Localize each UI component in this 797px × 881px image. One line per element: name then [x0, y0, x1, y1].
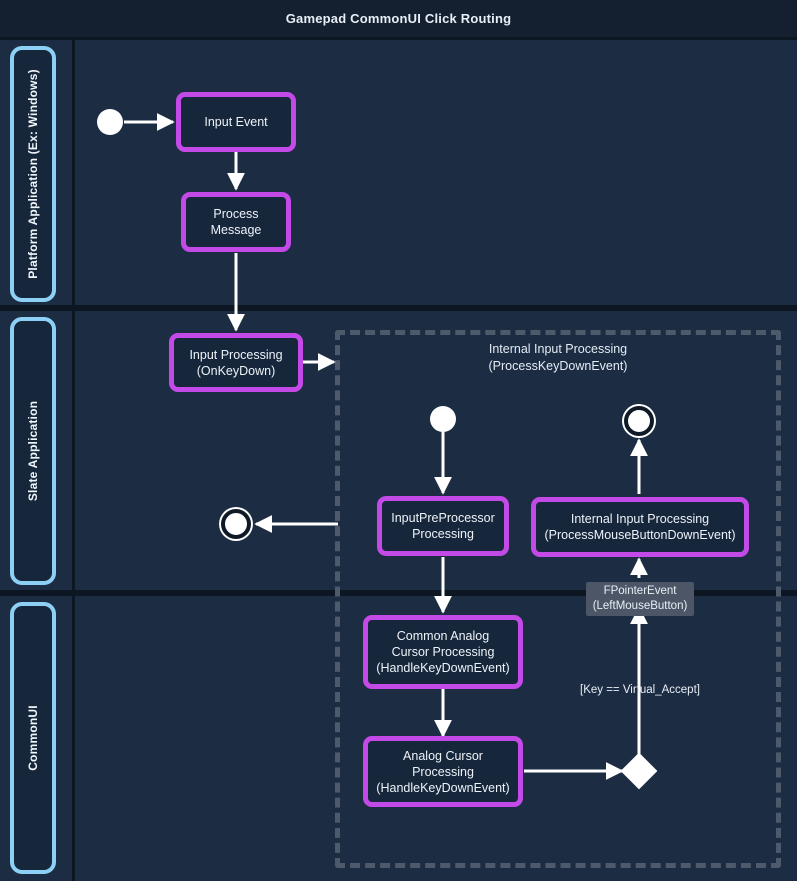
start-node-platform — [97, 109, 123, 135]
node-analog-cursor-processing[interactable]: Analog Cursor Processing (HandleKeyDownE… — [363, 736, 523, 807]
start-node-subgraph — [430, 406, 456, 432]
node-process-message-label: Process Message — [210, 207, 262, 237]
edge-label-fpointerevent-line1: FPointerEvent — [603, 585, 677, 597]
end-node-slate — [221, 509, 251, 539]
page-title: Gamepad CommonUI Click Routing — [285, 11, 512, 26]
node-process-message[interactable]: Process Message — [181, 192, 291, 252]
lane-label-commonui-text: CommonUI — [26, 705, 41, 771]
node-inputpreprocessor-processing[interactable]: InputPreProcessor Processing — [377, 496, 509, 556]
node-internal-input-processing-mouse-label: Internal Input Processing (ProcessMouseB… — [544, 512, 736, 542]
node-inputpreprocessor-processing-label: InputPreProcessor Processing — [391, 511, 495, 541]
subgraph-title-line2: (ProcessKeyDownEvent) — [488, 359, 628, 373]
lane-header-divider-slate — [72, 311, 75, 590]
lane-label-slate-application: Slate Application — [10, 317, 56, 585]
node-input-event-label: Input Event — [204, 115, 268, 129]
node-common-analog-cursor-processing[interactable]: Common Analog Cursor Processing (HandleK… — [363, 615, 523, 689]
node-analog-cursor-processing-label: Analog Cursor Processing (HandleKeyDownE… — [376, 748, 510, 795]
end-node-subgraph — [624, 406, 654, 436]
edge-label-virtual-accept-text: [Key == Virtual_Accept] — [580, 684, 700, 696]
node-input-processing-onkeydown[interactable]: Input Processing (OnKeyDown) — [169, 333, 303, 392]
lane-label-commonui: CommonUI — [10, 602, 56, 874]
lane-header-divider-commonui — [72, 596, 75, 881]
lane-header-divider-platform — [72, 40, 75, 305]
node-internal-input-processing-mouse[interactable]: Internal Input Processing (ProcessMouseB… — [531, 497, 749, 557]
subgraph-internal-input-processing — [335, 330, 781, 868]
edge-label-fpointerevent-line2: (LeftMouseButton) — [592, 600, 688, 612]
swimlane-platform-application — [0, 37, 797, 308]
subgraph-title-line1: Internal Input Processing — [488, 342, 628, 356]
edge-label-virtual-accept: [Key == Virtual_Accept] — [563, 683, 717, 698]
lane-label-platform-text: Platform Application (Ex: Windows) — [26, 69, 40, 279]
lane-label-platform-application: Platform Application (Ex: Windows) — [10, 46, 56, 302]
lane-label-slate-text: Slate Application — [26, 400, 40, 502]
node-common-analog-cursor-processing-label: Common Analog Cursor Processing (HandleK… — [376, 629, 510, 675]
node-input-processing-onkeydown-label: Input Processing (OnKeyDown) — [189, 347, 283, 378]
node-input-event[interactable]: Input Event — [176, 92, 296, 152]
edge-label-fpointerevent: FPointerEvent (LeftMouseButton) — [586, 582, 694, 616]
subgraph-title: Internal Input Processing (ProcessKeyDow… — [335, 341, 781, 375]
